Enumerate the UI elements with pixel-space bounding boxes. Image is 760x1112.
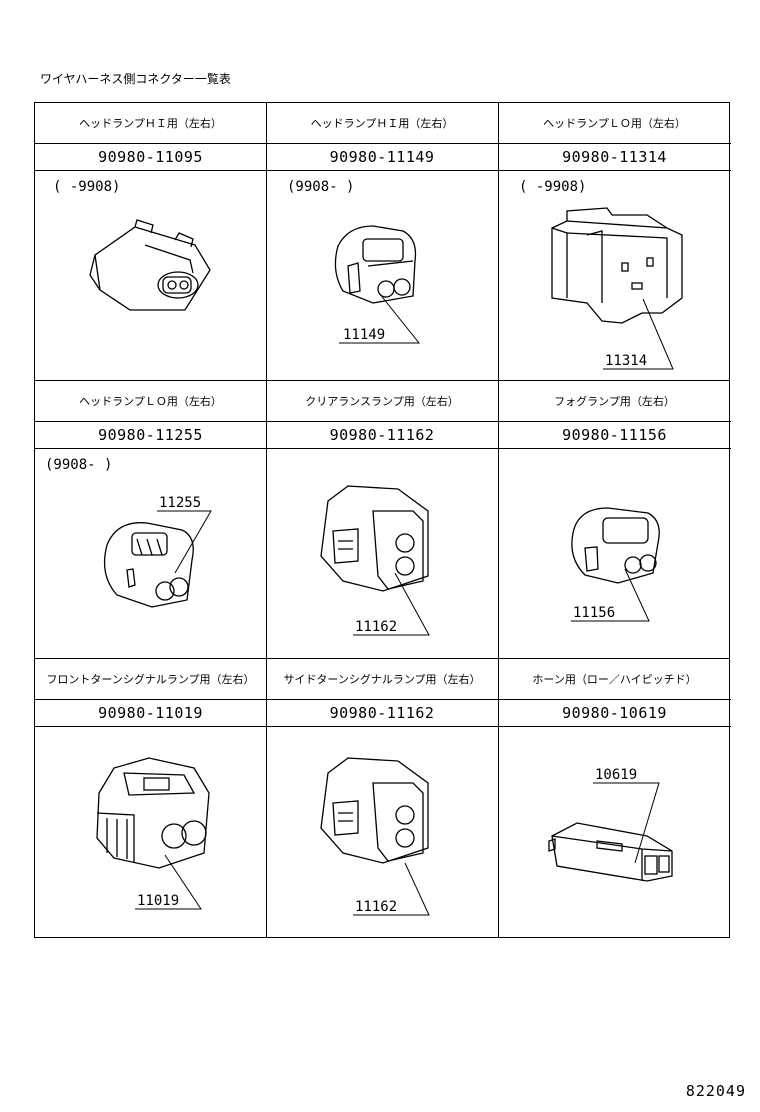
row-divider bbox=[35, 658, 729, 659]
connector-drawing-11162 bbox=[320, 757, 429, 864]
row-divider bbox=[35, 380, 729, 381]
date-note: (9908- ) bbox=[45, 457, 113, 473]
ref-label: 11019 bbox=[137, 893, 180, 909]
column-divider bbox=[266, 103, 267, 937]
connector-drawing-11019 bbox=[96, 757, 210, 869]
part-number: 90980-11162 bbox=[266, 422, 498, 449]
connector-drawing-11255 bbox=[103, 522, 194, 608]
connector-drawing-10619 bbox=[548, 822, 673, 882]
ref-label: 11156 bbox=[573, 605, 616, 621]
connector-drawing-11156 bbox=[571, 507, 660, 584]
cell-title: クリアランスランプ用（左右） bbox=[266, 381, 498, 422]
cell-title: ヘッドランプＨＩ用（左右） bbox=[35, 103, 266, 144]
cell-title: フロントターンシグナルランプ用（左右） bbox=[35, 659, 266, 700]
ref-label: 10619 bbox=[595, 767, 638, 783]
cell-title: フォグランプ用（左右） bbox=[498, 381, 731, 422]
page-heading: ワイヤハーネス側コネクター一覧表 bbox=[40, 72, 231, 86]
ref-label: 11255 bbox=[159, 495, 202, 511]
part-number: 90980-11162 bbox=[266, 700, 498, 727]
ref-label: 11162 bbox=[355, 899, 398, 915]
cell-title: ホーン用（ロー／ハイピッチド） bbox=[498, 659, 731, 700]
date-note: ( -9908) bbox=[519, 179, 587, 195]
connector-drawing-11314 bbox=[551, 207, 683, 324]
part-number: 90980-11149 bbox=[266, 144, 498, 171]
part-number: 90980-11156 bbox=[498, 422, 731, 449]
date-note: ( -9908) bbox=[53, 179, 121, 195]
cell-title: ヘッドランプＨＩ用（左右） bbox=[266, 103, 498, 144]
diagram-id: 822049 bbox=[685, 1082, 746, 1100]
leader-lines bbox=[135, 292, 674, 916]
cell-title: サイドターンシグナルランプ用（左右） bbox=[266, 659, 498, 700]
column-divider bbox=[498, 103, 499, 937]
cell-title: ヘッドランプＬＯ用（左右） bbox=[498, 103, 731, 144]
connector-drawing-11095 bbox=[89, 219, 211, 311]
part-number: 90980-10619 bbox=[498, 700, 731, 727]
date-note: (9908- ) bbox=[287, 179, 355, 195]
cell-title: ヘッドランプＬＯ用（左右） bbox=[35, 381, 266, 422]
part-number: 90980-11255 bbox=[35, 422, 266, 449]
part-number: 90980-11314 bbox=[498, 144, 731, 171]
ref-label: 11149 bbox=[343, 327, 386, 343]
ref-label: 11162 bbox=[355, 619, 398, 635]
connector-table: ヘッドランプＨＩ用（左右） ヘッドランプＨＩ用（左右） ヘッドランプＬＯ用（左右… bbox=[34, 102, 731, 938]
part-number: 90980-11019 bbox=[35, 700, 266, 727]
ref-label: 11314 bbox=[605, 353, 648, 369]
part-number: 90980-11095 bbox=[35, 144, 266, 171]
connector-drawing-11149 bbox=[334, 225, 417, 304]
connector-drawing-11162 bbox=[320, 485, 429, 592]
